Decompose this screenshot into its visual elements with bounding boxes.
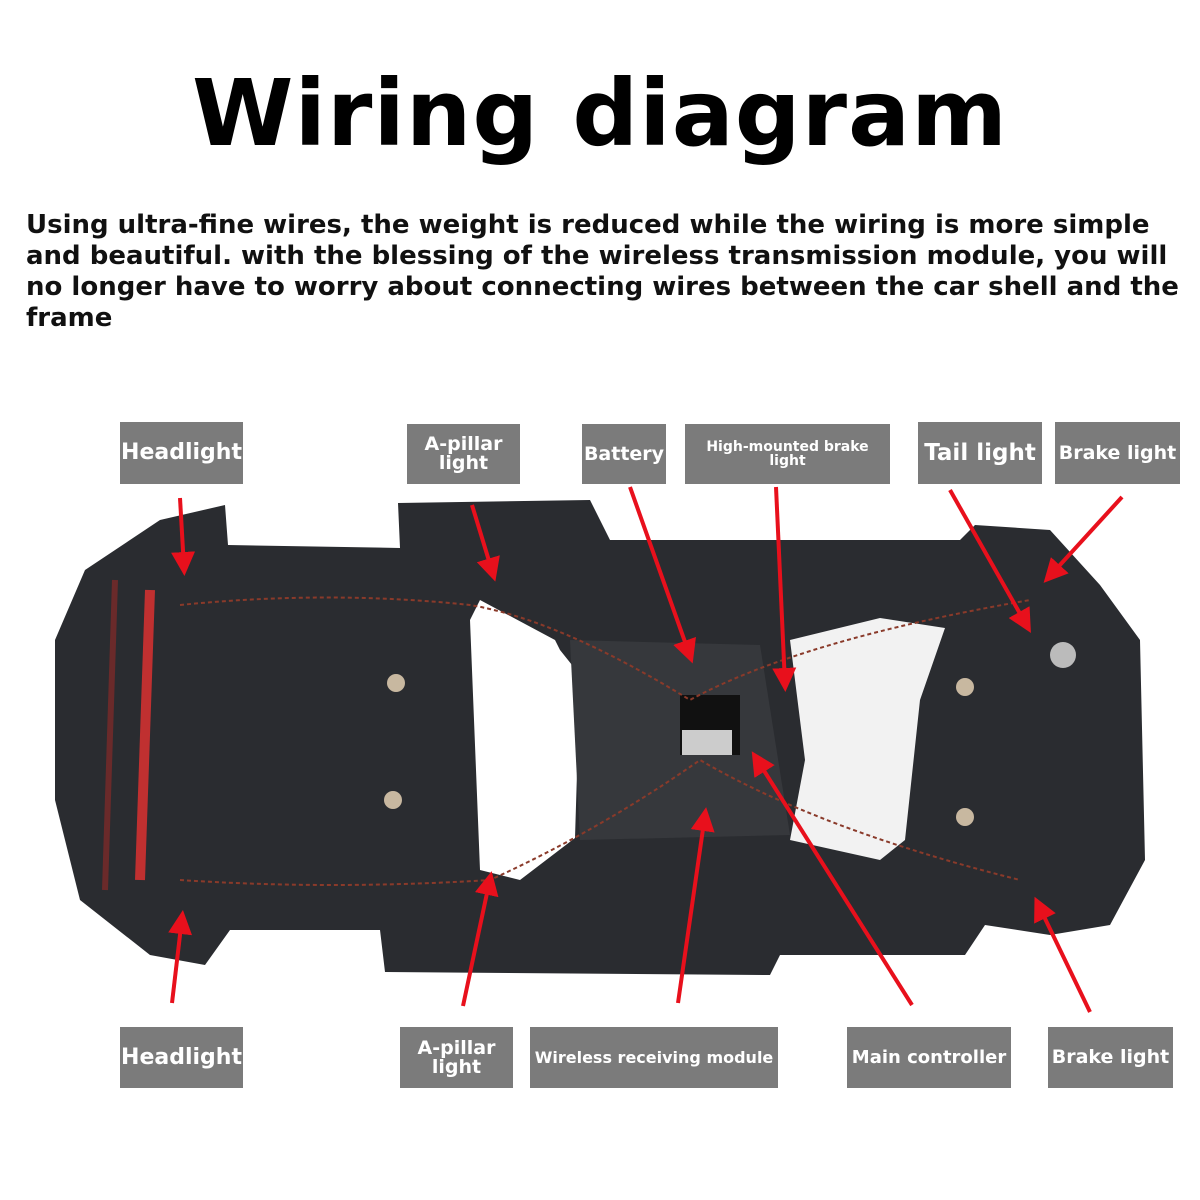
arrow-a-pillar-top bbox=[470, 504, 500, 582]
arrow-high-mounted bbox=[772, 486, 797, 692]
label-wireless-receiving-module: Wireless receiving module bbox=[530, 1027, 778, 1088]
label-brake-light-top: Brake light bbox=[1055, 422, 1180, 484]
arrow-headlight-bottom bbox=[168, 910, 193, 1004]
label-headlight-bottom: Headlight bbox=[120, 1027, 243, 1088]
label-brake-light-bottom: Brake light bbox=[1048, 1027, 1173, 1088]
description: Using ultra-fine wires, the weight is re… bbox=[26, 210, 1179, 333]
arrow-a-pillar-bottom bbox=[461, 871, 499, 1007]
label-tail-light: Tail light bbox=[918, 422, 1042, 484]
label-a-pillar-top: A-pillar light bbox=[407, 424, 520, 484]
label-headlight-top: Headlight bbox=[120, 422, 243, 484]
label-battery: Battery bbox=[582, 424, 666, 484]
arrow-brake-bottom bbox=[1034, 896, 1092, 1013]
arrow-battery bbox=[628, 486, 696, 664]
label-high-mounted-brake-light: High-mounted brake light bbox=[685, 424, 890, 484]
arrow-headlight-top bbox=[171, 497, 196, 576]
arrow-main-controller bbox=[751, 751, 914, 1007]
page-title: Wiring diagram bbox=[192, 60, 1008, 167]
label-main-controller: Main controller bbox=[847, 1027, 1011, 1088]
arrow-wireless bbox=[676, 807, 715, 1004]
pointer-arrows bbox=[168, 486, 1124, 1013]
label-a-pillar-bottom: A-pillar light bbox=[400, 1027, 513, 1088]
car-body bbox=[55, 500, 1145, 975]
arrow-brake-top bbox=[1043, 495, 1124, 583]
arrow-tail-light bbox=[948, 489, 1031, 633]
